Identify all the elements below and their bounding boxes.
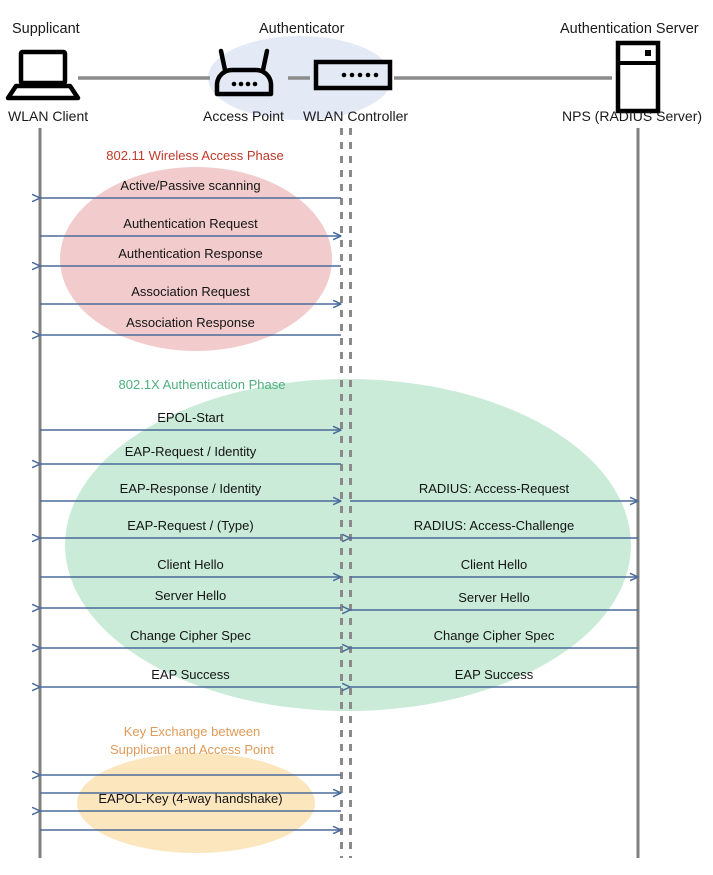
message-client-hello: Client Hello bbox=[350, 557, 638, 577]
message-label: EAP-Request / Identity bbox=[125, 444, 257, 459]
server-icon bbox=[615, 40, 661, 114]
message-label: Client Hello bbox=[157, 557, 223, 572]
message-label: Association Response bbox=[126, 315, 255, 330]
message-label: EAP Success bbox=[455, 667, 534, 682]
message-label: EAP-Request / (Type) bbox=[127, 518, 253, 533]
message-label: Change Cipher Spec bbox=[130, 628, 251, 643]
message-label: EAP-Response / Identity bbox=[120, 481, 262, 496]
phase-label-80211: 802.11 Wireless Access Phase bbox=[106, 148, 284, 163]
message-radius-access-challenge: RADIUS: Access-Challenge bbox=[350, 518, 638, 538]
message-eap-response-identity: EAP-Response / Identity bbox=[40, 481, 341, 501]
message-label: RADIUS: Access-Request bbox=[419, 481, 570, 496]
message-change-cipher-spec: Change Cipher Spec bbox=[40, 628, 341, 648]
message-server-hello: Server Hello bbox=[350, 590, 638, 610]
message-eap-success: EAP Success bbox=[350, 667, 638, 687]
device-label-wlan-client: WLAN Client bbox=[8, 108, 88, 124]
message-server-hello: Server Hello bbox=[40, 588, 341, 608]
role-title-supplicant: Supplicant bbox=[12, 21, 80, 37]
message-association-response: Association Response bbox=[40, 315, 341, 335]
message-change-cipher-spec: Change Cipher Spec bbox=[350, 628, 638, 648]
message-label: Authentication Request bbox=[123, 216, 258, 231]
message-radius-access-request: RADIUS: Access-Request bbox=[350, 481, 638, 501]
message-authentication-request: Authentication Request bbox=[40, 216, 341, 236]
message-association-request: Association Request bbox=[40, 284, 341, 304]
message-label: EPOL-Start bbox=[157, 410, 224, 425]
message-label: EAP Success bbox=[151, 667, 230, 682]
phase-label-key-exchange-line1: Key Exchange between bbox=[124, 724, 261, 739]
wlan-controller-icon bbox=[313, 59, 393, 91]
message-label: Active/Passive scanning bbox=[120, 178, 260, 193]
actor-device-captions: WLAN Client Access Point WLAN Controller… bbox=[8, 108, 702, 124]
phase-ellipse-80211 bbox=[60, 167, 332, 351]
laptop-icon bbox=[5, 49, 81, 101]
message-label: RADIUS: Access-Challenge bbox=[414, 518, 574, 533]
role-title-authenticator: Authenticator bbox=[259, 21, 345, 37]
access-point-icon bbox=[214, 48, 274, 97]
phase-label-8021x: 802.1X Authentication Phase bbox=[119, 377, 286, 392]
phase-ellipse-8021x bbox=[65, 379, 631, 711]
phase-label-key-exchange-line2: Supplicant and Access Point bbox=[110, 742, 274, 757]
message-eap-request-identity: EAP-Request / Identity bbox=[40, 444, 341, 464]
message-label: EAPOL-Key (4-way handshake) bbox=[98, 791, 282, 806]
phase-ellipses bbox=[60, 167, 631, 853]
message-label: Authentication Response bbox=[118, 246, 263, 261]
role-title-auth-server: Authentication Server bbox=[560, 21, 699, 37]
message-label: Server Hello bbox=[458, 590, 530, 605]
device-label-nps-radius-server: NPS (RADIUS Server) bbox=[562, 108, 702, 124]
message-label: Change Cipher Spec bbox=[434, 628, 555, 643]
message-active-passive-scanning: Active/Passive scanning bbox=[40, 178, 341, 198]
message-eapol-key-4-way-handshake: EAPOL-Key (4-way handshake) bbox=[40, 791, 341, 811]
message-client-hello: Client Hello bbox=[40, 557, 341, 577]
message-eap-request-type: EAP-Request / (Type) bbox=[40, 518, 341, 538]
message-label: Association Request bbox=[131, 284, 250, 299]
message-authentication-response: Authentication Response bbox=[40, 246, 341, 266]
actor-role-titles: Supplicant Authenticator Authentication … bbox=[12, 21, 699, 37]
device-label-access-point: Access Point bbox=[203, 108, 284, 124]
phase-ellipse-key-exchange bbox=[77, 753, 315, 853]
message-label: Server Hello bbox=[155, 588, 227, 603]
message-epol-start: EPOL-Start bbox=[40, 410, 341, 430]
message-label: Client Hello bbox=[461, 557, 527, 572]
message-eap-success: EAP Success bbox=[40, 667, 341, 687]
device-label-wlan-controller: WLAN Controller bbox=[303, 108, 408, 124]
phase-labels: 802.11 Wireless Access Phase 802.1X Auth… bbox=[106, 148, 285, 757]
lifelines bbox=[38, 128, 640, 858]
